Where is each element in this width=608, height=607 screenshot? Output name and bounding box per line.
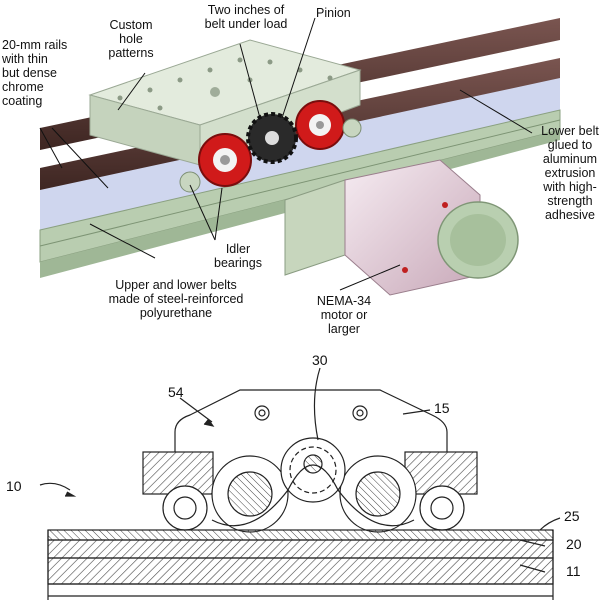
label-rails: 20-mm rails with thin but dense chrome c… [2, 38, 68, 108]
label-motor: NEMA-34 motor or larger [316, 294, 372, 336]
ref-15: 15 [434, 400, 450, 416]
lower-belt [40, 70, 560, 230]
label-lower-belt: Lower belt glued to aluminum extrusion w… [541, 124, 599, 222]
carriage-housing [174, 389, 448, 452]
linear-actuator-rendering [39, 18, 561, 296]
label-hole-patterns: Custom hole patterns [108, 18, 154, 60]
leader-lines-top [39, 17, 533, 291]
hole-pattern [117, 57, 333, 111]
label-idler-bearings: Idler bearings [214, 242, 262, 270]
extrusion-layer [47, 539, 554, 559]
ref-10: 10 [6, 478, 22, 494]
belt-layer [47, 529, 554, 541]
ref-25: 25 [564, 508, 580, 524]
pinion-gear [246, 112, 298, 164]
patent-drawing [39, 367, 561, 600]
ref-54: 54 [168, 384, 184, 400]
idler-bearings [179, 100, 362, 193]
nema-motor [344, 159, 519, 296]
label-belt-under-load: Two inches of belt under load [204, 3, 288, 31]
label-belts: Upper and lower belts made of steel-rein… [108, 278, 244, 320]
ref-30: 30 [312, 352, 328, 368]
ref-20: 20 [566, 536, 582, 552]
base-layer [47, 557, 554, 585]
label-pinion: Pinion [316, 6, 351, 20]
ref-11: 11 [566, 563, 581, 579]
